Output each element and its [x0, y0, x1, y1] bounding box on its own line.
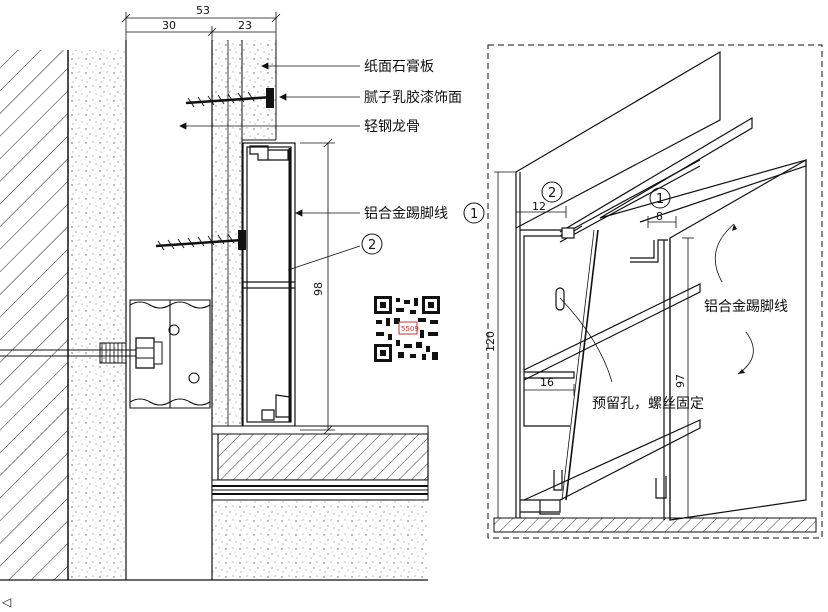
callout-1-left: 1	[470, 207, 478, 222]
label-gypsum-board: 纸面石膏板	[364, 58, 434, 75]
dim-23: 23	[238, 19, 252, 32]
gypsum-board	[212, 40, 242, 430]
dim-53: 53	[196, 4, 210, 17]
right-frame	[487, 44, 823, 539]
screw-upper	[185, 88, 274, 108]
anchor-bolt	[0, 337, 163, 369]
label-aluminum-skirting: 铝合金踢脚线	[364, 206, 448, 222]
right-section: 120 12 8 16 97 2 1 铝合金踢脚线 预留孔，螺丝固定	[484, 44, 823, 539]
top-dimensions	[121, 12, 281, 40]
label-light-steel-keel: 轻钢龙骨	[364, 119, 420, 135]
svg-text:◁: ◁	[1, 595, 11, 609]
dim-30: 30	[162, 19, 176, 32]
aluminum-skirting-profile	[242, 142, 296, 427]
label-aluminum-skirting-right: 铝合金踢脚线	[704, 299, 788, 315]
qr-code: 5509	[374, 296, 440, 362]
qr-caption: 5509	[401, 325, 419, 333]
dim-16: 16	[540, 376, 554, 389]
callout-2-right: 2	[548, 186, 556, 201]
dim-120: 120	[484, 331, 497, 352]
plaster-layer	[68, 50, 126, 580]
label-putty-paint: 腻子乳胶漆饰面	[364, 89, 462, 106]
leader-lines	[179, 62, 361, 271]
dim-8: 8	[656, 210, 663, 223]
screw-lower	[155, 230, 246, 251]
right-floor	[493, 517, 817, 533]
label-reserved-hole: 预留孔，螺丝固定	[592, 396, 704, 412]
dim-97: 97	[674, 374, 687, 388]
callout-1-right: 1	[656, 192, 664, 207]
dim-98: 98	[312, 282, 325, 296]
dim-12: 12	[532, 200, 546, 213]
masonry-wall	[0, 50, 68, 580]
callout-2-left: 2	[368, 238, 376, 253]
steel-bracket	[129, 299, 211, 409]
left-section: ◁ 53 30 23 98	[0, 4, 485, 609]
